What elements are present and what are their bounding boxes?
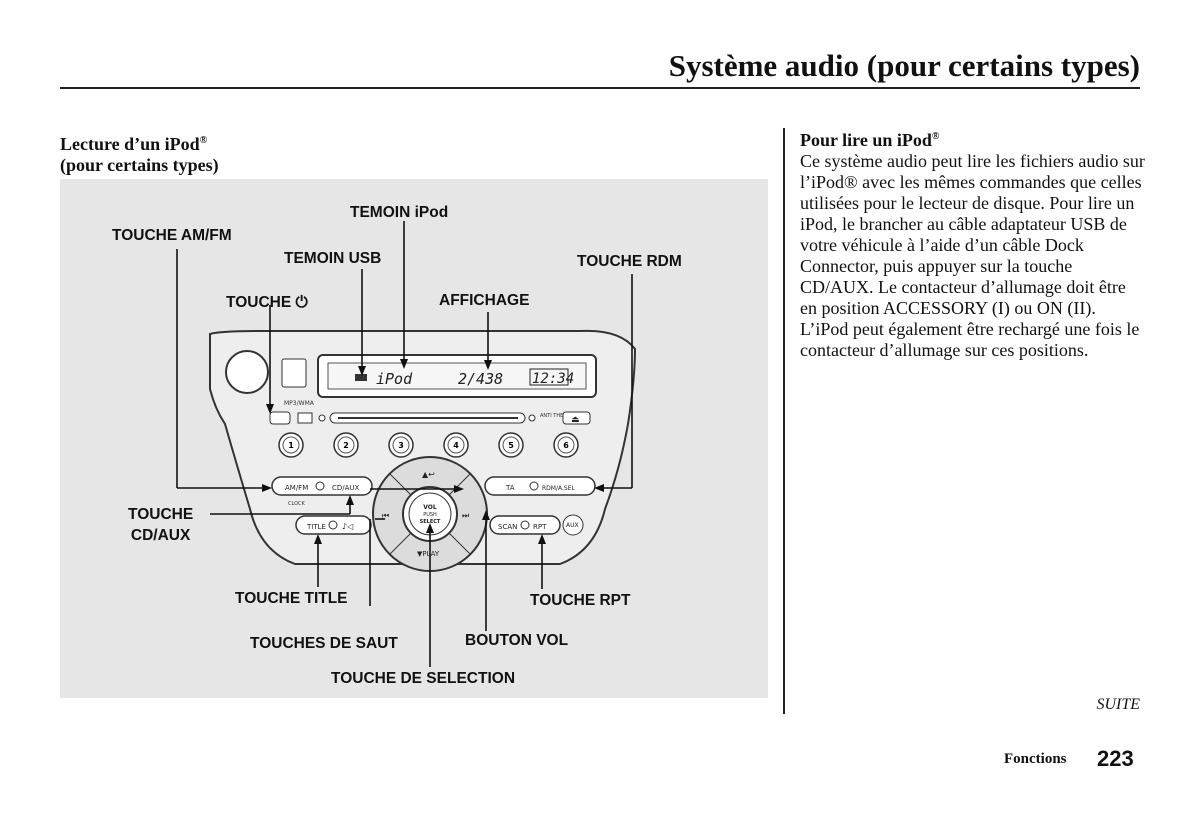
label-touche-amfm: TOUCHE AM/FM (112, 227, 232, 244)
arrowheads (262, 359, 604, 544)
svg-text:▲↩: ▲↩ (422, 470, 435, 479)
ta-button-text: TA (505, 484, 515, 492)
preset-label-6: 6 (563, 441, 569, 450)
label-touche-title: TOUCHE TITLE (235, 590, 348, 607)
rpt-button-text: RPT (533, 523, 547, 531)
play-text: ▼PLAY (417, 550, 440, 558)
mp3wma-label: MP3/WMA (284, 400, 315, 407)
preset-buttons: 1 2 3 4 5 6 (278, 432, 579, 458)
preset-label-4: 4 (453, 441, 459, 450)
header-rule (60, 87, 1140, 89)
push-text: PUSH (423, 512, 437, 518)
anti-theft-label: ANTI THEFT (540, 413, 570, 419)
eject-button (562, 411, 591, 425)
svg-text:⏏: ⏏ (571, 415, 580, 425)
power-icon: ⏻ (295, 294, 308, 311)
left-section-title: Lecture d’un iPod® (pour certains types) (60, 130, 219, 176)
logo-box (281, 358, 307, 388)
footer-section-name: Fonctions (1004, 751, 1067, 767)
label-bouton-vol: BOUTON VOL (465, 632, 569, 649)
display-track: 2/438 (458, 370, 503, 388)
title-line2: (pour certains types) (60, 155, 219, 175)
usb-indicator (355, 374, 367, 381)
registered-mark: ® (931, 131, 940, 142)
right-section-title: Pour lire un iPod® (800, 130, 939, 151)
amfm-button-text: AM/FM (285, 484, 308, 492)
body-paragraph: Ce système audio peut lire les fichiers … (800, 151, 1145, 360)
power-knob (225, 350, 269, 394)
label-touches-saut: TOUCHES DE SAUT (250, 635, 398, 652)
svg-text:⏮: ⏮ (382, 511, 389, 520)
preset-label-2: 2 (343, 441, 349, 450)
clock-label: CLOCK (288, 501, 306, 507)
power-button (269, 411, 291, 425)
scan-button-text: SCAN (498, 523, 517, 531)
label-touche-power-text: TOUCHE (226, 294, 292, 311)
ta-rdm-group (484, 476, 596, 496)
display-mode: iPod (376, 370, 413, 388)
time-frame (529, 368, 569, 386)
eject-slot-icon (297, 412, 313, 424)
column-divider (783, 128, 785, 714)
label-touche-rpt: TOUCHE RPT (530, 592, 631, 609)
svg-text:⏭: ⏭ (462, 511, 469, 520)
label-touche-cdaux: TOUCHE CD/AUX (128, 504, 193, 546)
label-touche-selection: TOUCHE DE SELECTION (331, 670, 516, 687)
registered-mark: ® (199, 135, 208, 146)
radio-illustration: iPod 2/438 12:34 MP3/WMA ANTI THEFT ⏏ 1 2… (176, 221, 637, 667)
title-button-text: TITLE (306, 523, 326, 531)
preset-label-5: 5 (508, 441, 514, 450)
page-number: 223 (1097, 746, 1134, 771)
continued-label: SUITE (1096, 696, 1140, 713)
rdm-button-text: RDM/A.SEL (542, 485, 575, 492)
preset-label-1: 1 (288, 441, 294, 450)
aux-text: AUX (566, 522, 579, 529)
label-temoin-ipod: TEMOIN iPod (350, 204, 449, 221)
label-affichage: AFFICHAGE (439, 292, 530, 309)
led (318, 414, 326, 422)
label-touche-rdm: TOUCHE RDM (577, 253, 682, 270)
label-touche-cdaux-line2: CD/AUX (130, 527, 191, 544)
right-title-text: Pour lire un iPod (800, 130, 932, 150)
label-temoin-usb: TEMOIN USB (284, 250, 382, 267)
preset-label-3: 3 (398, 441, 404, 450)
page-header-title: Système audio (pour certains types) (668, 48, 1140, 83)
label-touche-cdaux-line1: TOUCHE (128, 506, 194, 523)
radio-diagram: iPod 2/438 12:34 MP3/WMA ANTI THEFT ⏏ 1 2… (60, 179, 768, 698)
label-touche-power: TOUCHE ⏻ (226, 294, 308, 312)
display-time: 12:34 (532, 371, 574, 387)
svg-text:♪◁: ♪◁ (342, 522, 353, 531)
cdaux-button-text: CD/AUX (332, 484, 360, 492)
aux-jack (562, 514, 584, 536)
vol-text: VOL (423, 504, 437, 511)
select-text: SELECT (420, 519, 441, 525)
title-line1: Lecture d’un iPod (60, 134, 200, 154)
